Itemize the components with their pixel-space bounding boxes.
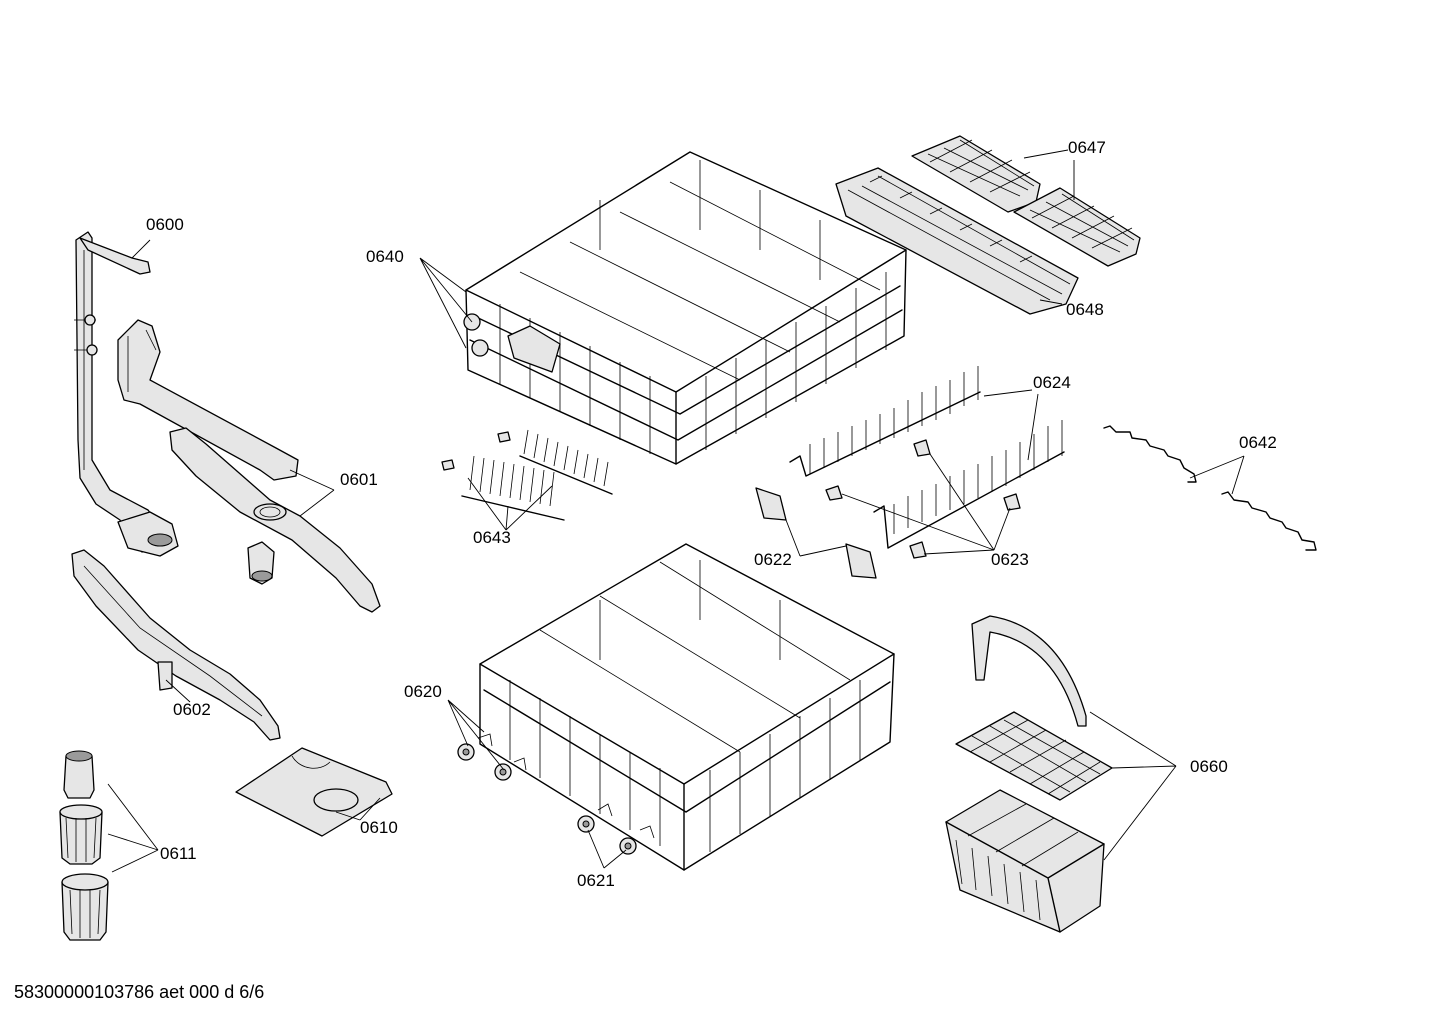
label-0611: 0611 xyxy=(160,844,197,863)
part-0620-wheels xyxy=(457,733,527,781)
label-0640: 0640 xyxy=(366,247,404,266)
label-0624: 0624 xyxy=(1033,373,1071,392)
label-0647: 0647 xyxy=(1068,138,1106,157)
label-0610: 0610 xyxy=(360,818,398,837)
part-0622-clips xyxy=(755,487,877,579)
label-0621: 0621 xyxy=(577,871,615,890)
part-0642-step-rails xyxy=(1103,425,1317,551)
label-0642: 0642 xyxy=(1239,433,1277,452)
part-0601-upper-spray-arm xyxy=(117,319,381,613)
part-0647-racks xyxy=(911,135,1141,267)
document-footer-code: 58300000103786 aet 000 d 6/6 xyxy=(14,982,264,1002)
part-0620-lower-basket xyxy=(479,543,895,871)
part-0643-tine-rows xyxy=(441,429,613,521)
part-0648-cutlery-tray xyxy=(835,167,1079,315)
part-0640-upper-basket xyxy=(463,151,907,465)
part-0660-cutlery-basket xyxy=(945,615,1113,933)
part-0602-lower-spray-arm xyxy=(71,549,281,741)
part-0621-wheels xyxy=(577,803,655,855)
label-0600: 0600 xyxy=(146,215,184,234)
label-0643: 0643 xyxy=(473,528,511,547)
part-0611-filters xyxy=(59,750,109,941)
label-0620: 0620 xyxy=(404,682,442,701)
part-0623-clips xyxy=(825,439,1021,559)
part-0624-tine-rows xyxy=(789,366,1065,549)
part-0610-filter-plate xyxy=(235,747,393,837)
leader-lines xyxy=(107,149,1245,873)
label-0601: 0601 xyxy=(340,470,378,489)
label-0660: 0660 xyxy=(1190,757,1228,776)
label-0648: 0648 xyxy=(1066,300,1104,319)
label-0622: 0622 xyxy=(754,550,792,569)
part-0600-supply-pipe xyxy=(74,231,179,557)
label-0623: 0623 xyxy=(991,550,1029,569)
label-0602: 0602 xyxy=(173,700,211,719)
